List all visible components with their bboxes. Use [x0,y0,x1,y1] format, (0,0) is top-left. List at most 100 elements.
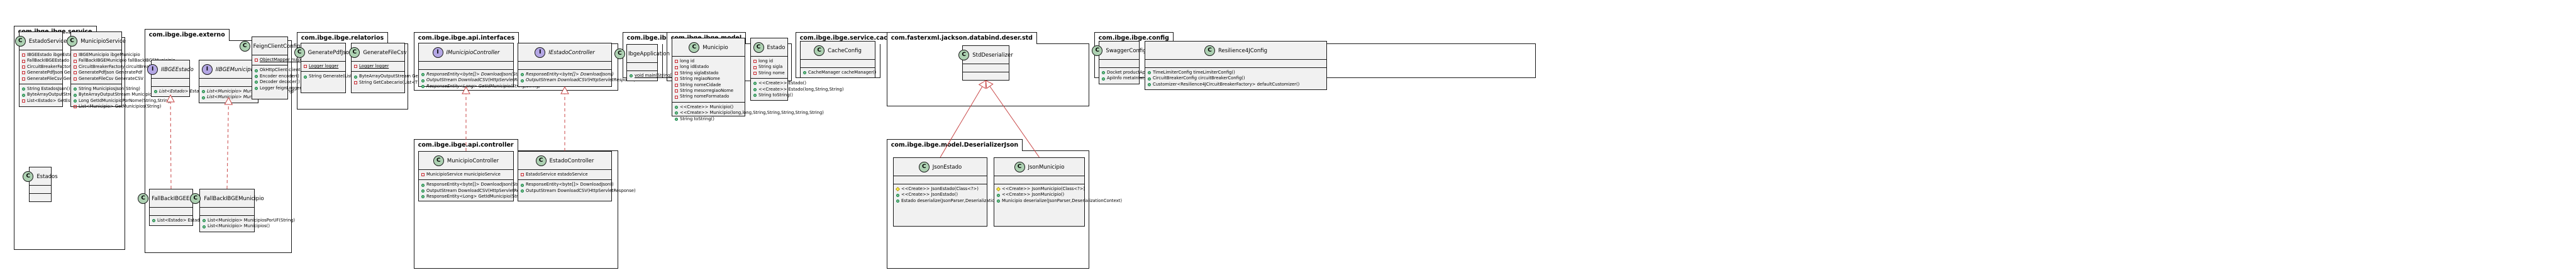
package-name: com.ibge.ibge.api.controller [413,139,518,151]
class-name: Estados [36,173,58,180]
method: Municipio deserialize(JsonParser,Deseria… [997,198,1122,204]
member-signature: CircuitBreakerFactory circuitBreakerFact… [79,64,172,69]
private-visibility-icon [675,60,678,64]
fields-section [994,176,1084,184]
fields-section [200,208,254,216]
member-signature: Municipio deserialize(JsonParser,Deseria… [1002,198,1122,203]
methods-section: ResponseEntity<byte[]> DownloadJson(Stri… [419,180,550,201]
class-name: CacheConfig [828,47,862,54]
public-visibility-icon [154,90,157,94]
private-visibility-icon [675,77,678,81]
public-visibility-icon [421,183,425,187]
class-stereotype-icon: C [239,41,250,52]
private-visibility-icon [753,65,757,69]
class-stereotype-icon: C [294,47,305,58]
methods-section: void main(String[]) [627,71,675,81]
method: ResponseEntity<byte[]> DownloadJson() [521,182,614,188]
private-visibility-icon [421,173,425,177]
public-visibility-icon [255,81,258,84]
class-stereotype-icon: C [1092,45,1103,56]
field: CircuitBreakerFactory circuitBreakerFact… [22,64,119,70]
member-signature: List<Municipio> MunicipiosPorUF(String) [207,89,295,94]
public-visibility-icon [753,94,757,98]
method: void main(String[]) [630,73,675,79]
public-visibility-icon [521,189,524,193]
member-signature: String siglaEstado [680,70,719,76]
methods-section: List<Estado> Estados() [150,216,208,225]
method: TimeLimiterConfig timeLimiterConfig() [1148,70,1324,76]
member-signature: Customizer<Resilience4JCircuitBreakerFac… [1153,81,1300,87]
field: String nomeCidade [675,82,742,88]
method: <<Create>> JsonEstado(Class<?>) [895,186,984,192]
public-visibility-icon [421,195,425,199]
private-visibility-icon [675,89,678,93]
interface-stereotype-icon: I [432,47,443,58]
public-visibility-icon [803,71,806,75]
methods-section [30,194,51,201]
member-signature: FallBackIBGEMunicipio fallBackIBGEMunici… [79,58,175,64]
public-visibility-icon [255,86,258,90]
fields-section: MunicipioService municipioService [419,170,513,181]
member-signature: <<Create>> JsonEstado(Class<?>) [901,186,979,191]
public-visibility-icon [753,87,757,91]
public-visibility-icon [521,73,524,77]
method: ByteArrayOutputStream EstadosCSV() [22,92,109,98]
public-visibility-icon [997,200,1000,203]
method: Docket productApi() [1102,70,1150,76]
class-stereotype-icon: C [918,162,930,172]
field: GeneratePdfJson GeneratePdf [22,70,91,76]
field: ObjectMapper mapper [255,57,308,63]
private-visibility-icon [74,71,77,75]
class-name: IbgeApplication [628,50,670,57]
member-signature: String nomeFormatado [680,94,730,99]
member-signature: ObjectMapper mapper [260,57,308,62]
protected-visibility-icon [996,187,1001,192]
method: Decoder decoder() [255,79,300,85]
public-visibility-icon [74,87,77,91]
public-visibility-icon [521,79,524,82]
method: OkHttpClient client() [255,67,304,73]
field: Logger logger [354,64,402,69]
member-signature: List<Estado> GetEstados() [27,98,86,103]
class-name: JsonMunicipio [1028,164,1065,171]
public-visibility-icon [1148,83,1151,87]
method: <<Create>> Municipio() [675,104,742,110]
private-visibility-icon [675,72,678,76]
method: List<Municipio> MunicipiosPorUF(String) [202,89,294,94]
member-signature: OutputStream DownloadCSV(HttpServletResp… [426,188,551,193]
class-name: IIBGEEstado [161,66,194,73]
methods-section: CacheManager cacheManager() [801,68,876,77]
member-signature: OutputStream DownloadCSV(HttpServletResp… [526,77,636,83]
member-signature: ApiInfo metaInfo() [1107,76,1146,81]
public-visibility-icon [675,111,678,115]
fields-section [963,64,1009,72]
